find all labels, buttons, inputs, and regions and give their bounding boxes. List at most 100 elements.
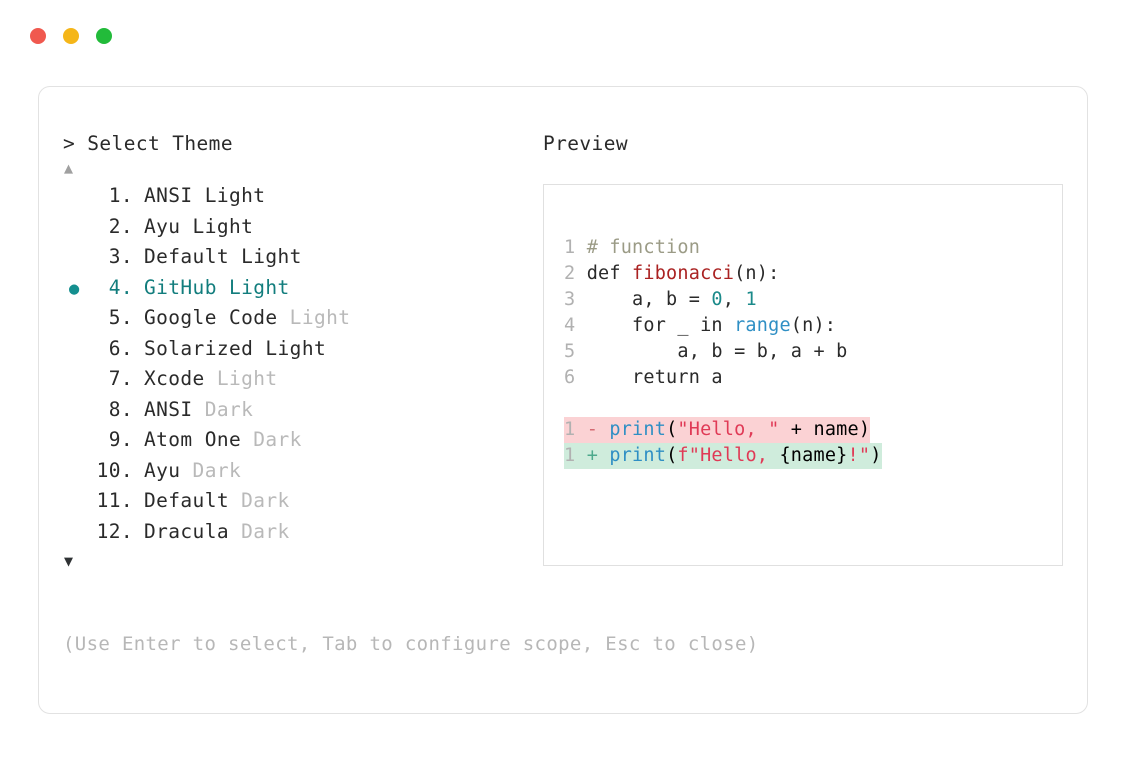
code-token: 1: [745, 289, 757, 310]
theme-list-item[interactable]: 8.ANSI Dark: [63, 398, 513, 429]
theme-item-name: ANSI: [144, 397, 193, 421]
code-token: (n):: [790, 315, 837, 336]
theme-list-item[interactable]: 12. Dracula Dark: [63, 520, 513, 551]
minimize-dot[interactable]: [63, 28, 79, 44]
theme-item-name: Atom One: [144, 428, 242, 451]
page-title: > Select Theme: [63, 131, 513, 157]
diff-line-wrapper: 1 - print("Hello, " + name): [544, 417, 1062, 443]
theme-selector-card: > Select Theme ▲ 1. ANSI Light 2. Ayu Light…: [38, 86, 1088, 714]
theme-item-number: 4.: [108, 275, 133, 299]
code-line: 2 def fibonacci(n):: [564, 261, 1062, 287]
code-token: (n):: [734, 263, 780, 284]
theme-list-item[interactable]: 7. Xcode Light: [63, 367, 513, 398]
theme-list-item[interactable]: 5. Google Code Light: [63, 306, 513, 337]
line-number: 5: [564, 341, 587, 362]
theme-item-name: Ayu: [144, 458, 181, 482]
code-token: (: [666, 445, 678, 466]
code-line: 3 a, b = 0, 1: [564, 287, 1062, 313]
line-number: 6: [564, 367, 587, 388]
diff-added-line: 1 + print(f"Hello, {name}!"): [564, 443, 882, 469]
theme-list-item[interactable]: 1. ANSI Light: [63, 184, 513, 215]
code-token: ,: [722, 289, 746, 310]
theme-list-item[interactable]: 9. Atom One Dark: [63, 428, 513, 459]
theme-item-name: Dracula: [144, 519, 229, 543]
code-token: a, b =: [586, 289, 712, 310]
scroll-down-indicator[interactable]: ▼: [64, 552, 74, 570]
theme-item-variant: Dark: [228, 489, 290, 512]
code-token: def: [586, 263, 633, 284]
theme-item-variant: Light: [180, 214, 254, 238]
keyboard-hint: (Use Enter to select, Tab to configure s…: [63, 633, 759, 655]
close-dot[interactable]: [30, 28, 46, 44]
diff-minus-sign: -: [586, 419, 610, 440]
theme-item-number: 3.: [108, 245, 133, 268]
maximize-dot[interactable]: [96, 28, 112, 44]
theme-item-name: Google Code: [144, 306, 278, 329]
line-number: 3: [564, 289, 587, 310]
theme-list-item[interactable]: 6.Solarized Light: [63, 337, 513, 368]
code-token: print: [609, 419, 667, 440]
theme-item-number: 5.: [108, 306, 133, 329]
scroll-up-indicator[interactable]: ▲: [64, 159, 74, 177]
theme-list-column: > Select Theme ▲ 1. ANSI Light 2. Ayu Light…: [63, 131, 513, 572]
theme-list-item[interactable]: 2. Ayu Light: [63, 215, 513, 246]
theme-item-name: Ayu: [144, 214, 181, 238]
theme-item-number: 12.: [96, 519, 133, 543]
line-number: 2: [564, 263, 587, 284]
code-line: 5 a, b = b, a + b: [564, 339, 1062, 365]
code-line: 4 for _ in range(n):: [564, 313, 1062, 339]
theme-item-name: GitHub: [144, 275, 217, 299]
code-token: {name}: [779, 445, 848, 466]
prompt-marker: >: [63, 132, 76, 155]
diff-line-wrapper: 1 + print(f"Hello, {name}!"): [544, 443, 1062, 469]
theme-item-name: Solarized: [144, 336, 254, 360]
theme-item-number: 6.: [108, 336, 133, 360]
line-number: 4: [564, 315, 587, 336]
theme-item-variant: Dark: [241, 428, 302, 451]
theme-item-name: Default: [144, 489, 229, 512]
code-token: # function: [586, 237, 701, 258]
selected-bullet-icon: ●: [69, 278, 80, 299]
theme-item-name: ANSI: [144, 184, 193, 207]
theme-item-number: 9.: [108, 428, 133, 451]
theme-item-variant: Light: [204, 367, 278, 390]
diff-removed-line: 1 - print("Hello, " + name): [564, 417, 871, 443]
code-token: for _ in: [586, 315, 735, 336]
theme-item-variant: Light: [216, 275, 290, 299]
theme-list-item[interactable]: 10. Ayu Dark: [63, 459, 513, 490]
theme-item-variant: Dark: [228, 519, 290, 543]
code-token: (: [666, 419, 678, 440]
theme-item-number: 1.: [108, 184, 133, 207]
code-line: 6 return a: [564, 365, 1062, 391]
theme-list-item[interactable]: 11.Default Dark: [63, 489, 513, 520]
code-token: "Hello, ": [677, 419, 780, 440]
line-number: 1: [564, 419, 587, 440]
theme-item-number: 7.: [108, 367, 133, 390]
theme-item-variant: Dark: [180, 458, 242, 482]
theme-item-variant: Light: [228, 245, 302, 268]
diff-plus-sign: +: [586, 445, 610, 466]
prompt-title: Select Theme: [87, 132, 233, 155]
theme-list-item[interactable]: ● 4. GitHub Light: [63, 276, 513, 307]
code-token: ): [870, 445, 882, 466]
theme-item-number: 10.: [96, 458, 133, 482]
theme-item-variant: Light: [277, 306, 351, 329]
code-token: + name): [779, 419, 871, 440]
theme-list-item[interactable]: 3.Default Light: [63, 245, 513, 276]
theme-item-variant: Light: [192, 184, 266, 207]
code-token: return a: [586, 367, 723, 388]
line-number: 1: [564, 237, 587, 258]
code-line: 1 # function: [564, 235, 1062, 261]
code-token: !": [847, 445, 871, 466]
theme-item-number: 8.: [108, 397, 133, 421]
theme-item-number: 2.: [108, 214, 133, 238]
line-number: 1: [564, 445, 587, 466]
code-token: 0: [711, 289, 723, 310]
window-titlebar: [30, 28, 112, 44]
theme-item-name: Xcode: [144, 367, 205, 390]
code-token: f"Hello,: [677, 445, 780, 466]
